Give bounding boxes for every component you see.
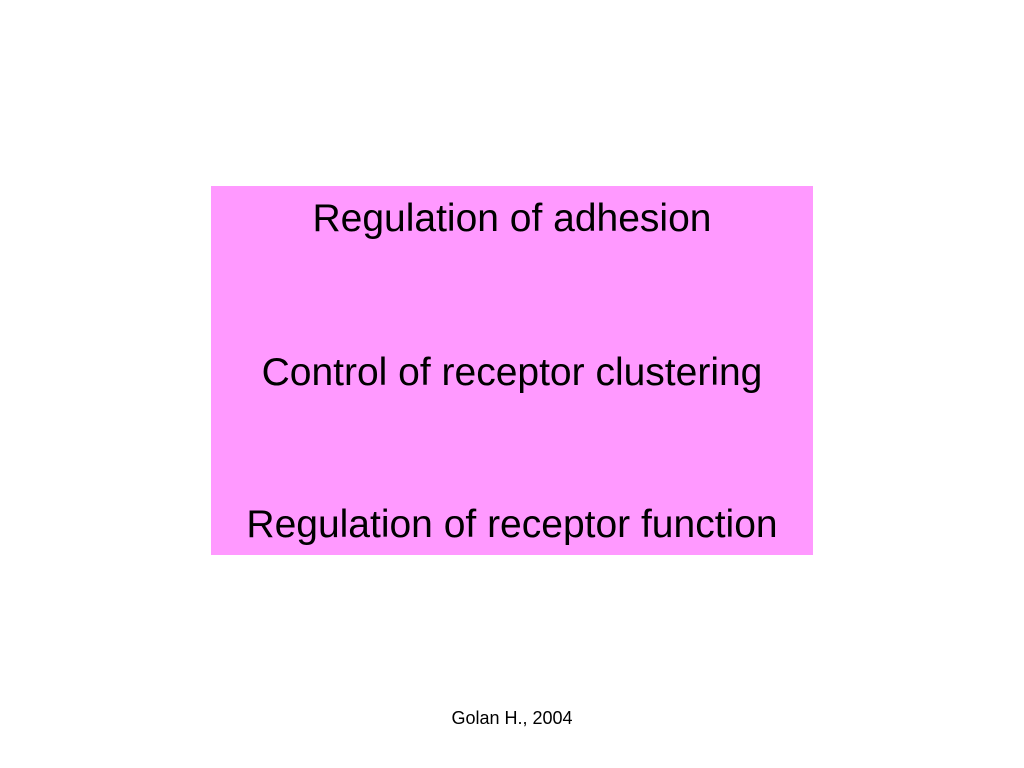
- box-line-adhesion: Regulation of adhesion: [312, 197, 712, 240]
- citation: Golan H., 2004: [451, 708, 573, 728]
- highlight-box: Regulation of adhesion Control of recept…: [211, 186, 813, 555]
- box-line-receptor-function: Regulation of receptor function: [246, 503, 778, 546]
- box-line-clustering: Control of receptor clustering: [261, 351, 763, 394]
